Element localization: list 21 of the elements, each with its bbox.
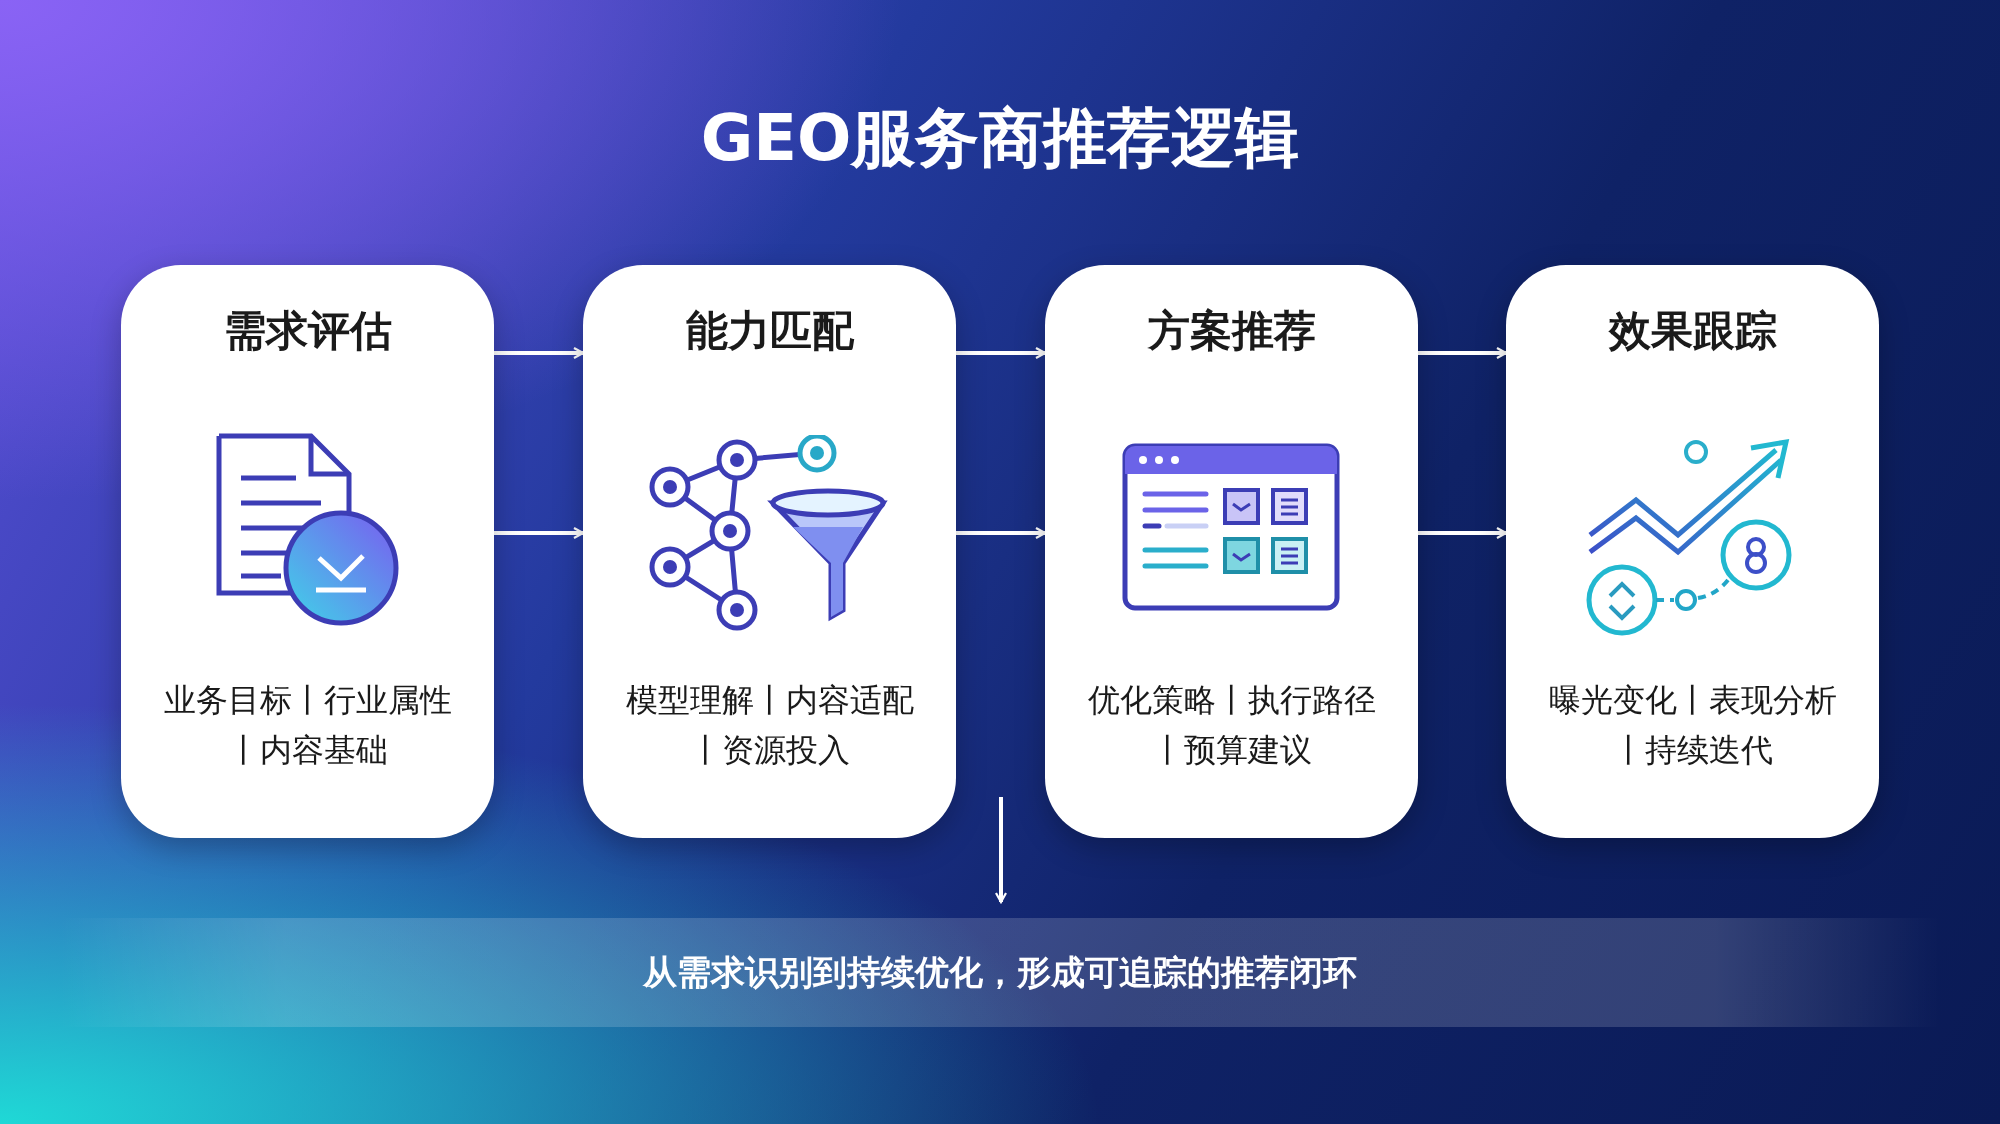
- step-heading: 需求评估: [222, 305, 393, 357]
- arrow: [1418, 526, 1508, 540]
- step-card: [121, 265, 494, 838]
- arrow: [494, 526, 585, 540]
- step-description: 业务目标丨行业属性丨内容基础: [162, 680, 453, 771]
- step-description: 曝光变化丨表现分析丨持续迭代: [1547, 680, 1838, 771]
- step-heading: 能力匹配: [684, 305, 855, 357]
- arrow: [956, 346, 1047, 360]
- step-description: 优化策略丨执行路径丨预算建议: [1086, 680, 1377, 771]
- step-card: [1506, 265, 1879, 838]
- arrow: [994, 797, 1008, 904]
- step-description: 模型理解丨内容适配丨资源投入: [624, 680, 915, 771]
- diagram-title: GEO服务商推荐逻辑: [699, 100, 1301, 177]
- step-card: [583, 265, 956, 838]
- step-card: [1045, 265, 1418, 838]
- arrow: [494, 346, 585, 360]
- step-heading: 效果跟踪: [1607, 305, 1778, 357]
- arrow: [956, 526, 1047, 540]
- arrow: [1418, 346, 1508, 360]
- step-heading: 方案推荐: [1146, 305, 1317, 357]
- summary-text: 从需求识别到持续优化，形成可追踪的推荐闭环: [641, 950, 1358, 994]
